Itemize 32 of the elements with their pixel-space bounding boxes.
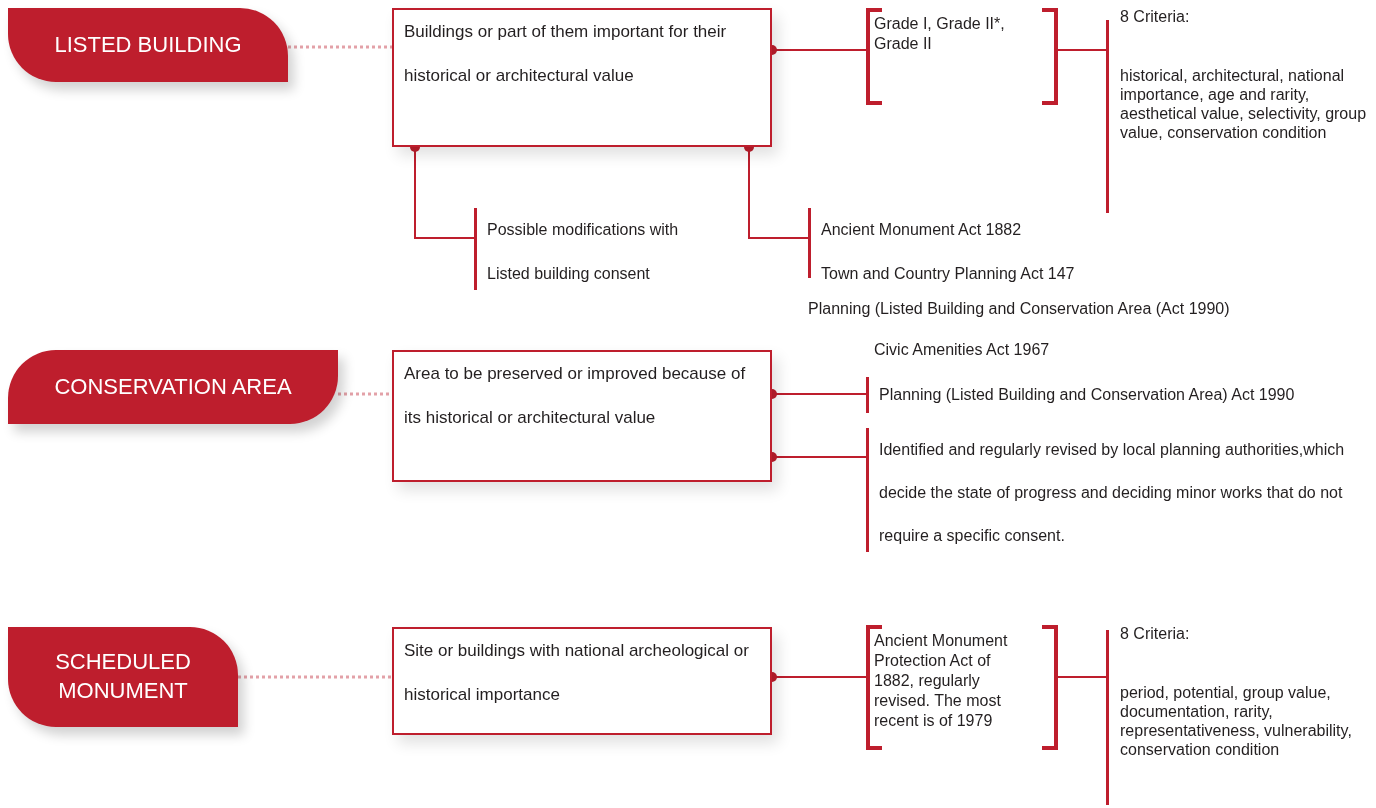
bracket-text-box xyxy=(866,8,1058,105)
criteria-text: historical, architectural, national importance, age and rarity, aesthetical value, selectivity, group value, conservation condition xyxy=(1120,66,1368,143)
dotted-connector xyxy=(238,675,392,679)
bar-text: Possible modifications with Listed building consent xyxy=(487,220,680,284)
criteria-text: period, potential, group value, documentation, rarity, representativeness, vulnerability, conservation condition xyxy=(1120,683,1353,760)
criteria-text: 8 Criteria: xyxy=(1120,8,1191,27)
dotted-connector xyxy=(288,45,392,49)
category-tab xyxy=(8,8,288,82)
tab-label: CONSERVATION AREA xyxy=(53,372,293,401)
side-note: Planning (Listed Building and Conservation Area (Act 1990) xyxy=(808,300,1230,318)
criteria-text: 8 Criteria: xyxy=(1120,625,1191,644)
connector-line xyxy=(1057,676,1107,678)
definition-box xyxy=(392,350,772,482)
definition-box xyxy=(392,8,772,147)
bar-text: Planning (Listed Building and Conservation Area) Act 1990 xyxy=(879,385,1296,405)
category-tab xyxy=(8,350,338,424)
bar-text: Town and Country Planning Act 147 xyxy=(821,264,1076,284)
bracket-text-box xyxy=(866,625,1058,750)
definition-box xyxy=(392,627,772,735)
tab-label: LISTED BUILDING xyxy=(53,30,243,59)
category-tab xyxy=(8,627,238,727)
bracket-text: Ancient Monument Protection Act of 1882, regularly revised. The most recent is of 1979 xyxy=(874,631,1009,731)
box-text: Buildings or part of them important for their historical or architectural value xyxy=(404,21,728,87)
connector-line xyxy=(1057,49,1107,51)
dotted-connector xyxy=(338,392,392,396)
box-text: Site or buildings with national archeological or historical importance xyxy=(404,640,750,706)
bar-text: Ancient Monument Act 1882 xyxy=(821,220,1023,240)
side-note: Civic Amenities Act 1967 xyxy=(874,341,1050,359)
tab-label: SCHEDULED MONUMENT xyxy=(54,648,192,705)
box-text: Area to be preserved or improved because of its historical or architectural value xyxy=(404,363,747,429)
bar-text: Identified and regularly revised by local planning authorities,which decide the state of progress and deciding minor works that do not require a specific consent. xyxy=(879,440,1346,546)
bracket-text: Grade I, Grade II*, Grade II xyxy=(874,14,1006,54)
